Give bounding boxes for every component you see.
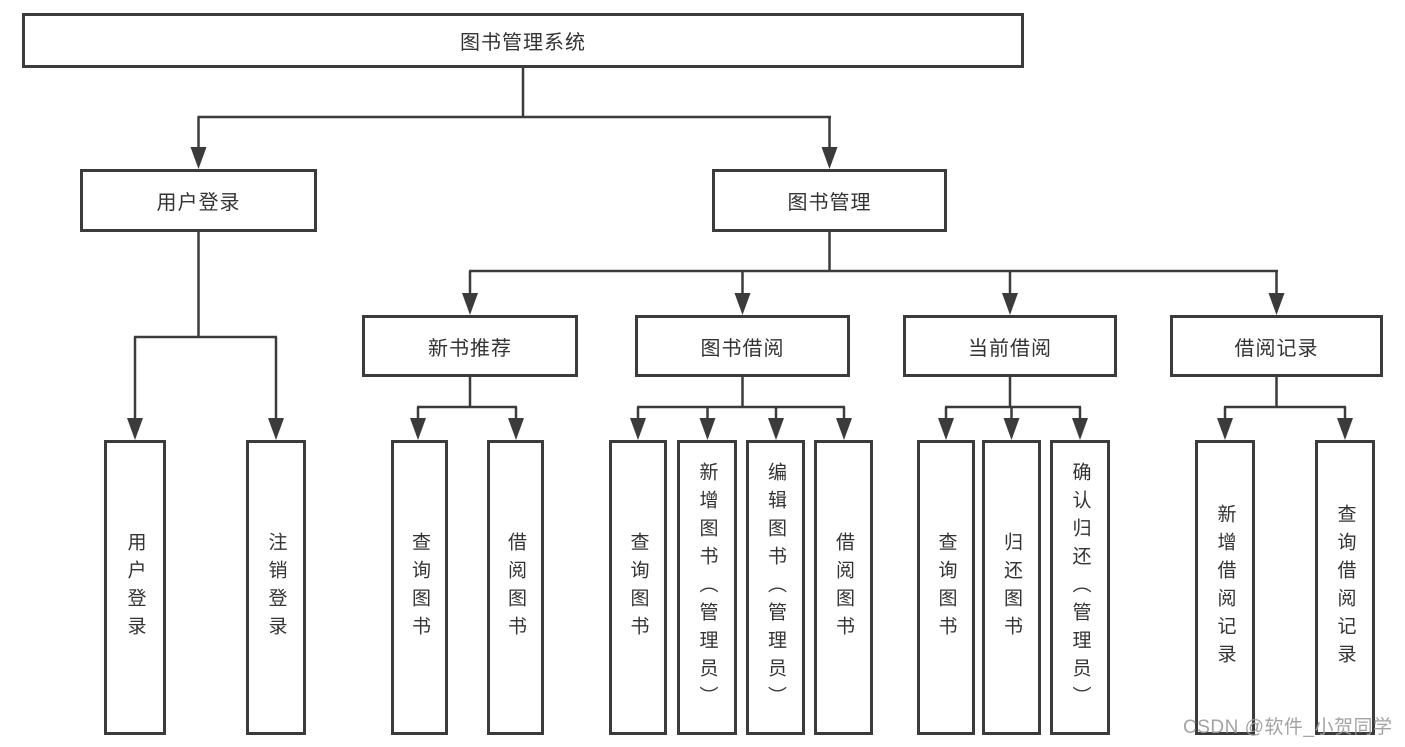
node-label: 图书管理系统 [460,32,586,54]
node-new-book-recommendation: 新书推荐 [362,315,578,377]
arrow-head-icon [630,418,646,440]
leaf-query-borrow-record: 查询借阅记录 [1315,440,1375,735]
leaf-label: 查询图书 [627,531,649,644]
node-label: 图书管理 [787,192,872,214]
arrow-head-icon [1337,418,1353,440]
arrow-head-icon [734,293,751,315]
node-label: 用户登录 [156,192,241,214]
node-label: 新书推荐 [428,337,512,360]
leaf-label: 新增图书（管理员） [696,461,718,714]
leaf-logout: 注销登录 [246,440,306,735]
leaf-label: 用户登录 [124,531,146,644]
node-book-management: 图书管理 [712,169,947,232]
arrow-head-icon [821,147,838,169]
leaf-add-books-admin: 新增图书（管理员） [677,440,737,735]
arrow-head-icon [1268,293,1285,315]
leaf-label: 编辑图书（管理员） [765,461,786,714]
leaf-query-books-borrowing: 查询图书 [609,440,667,735]
leaf-label: 查询图书 [935,531,957,644]
arrow-head-icon [699,418,716,440]
arrow-head-icon [1002,293,1018,315]
arrow-head-icon [508,418,524,440]
leaf-add-borrow-record: 新增借阅记录 [1195,440,1255,735]
node-library-system: 图书管理系统 [22,13,1024,68]
node-label: 图书借阅 [700,337,785,360]
leaf-borrow-books-borrowing: 借阅图书 [814,440,873,735]
node-current-borrowing: 当前借阅 [903,315,1117,377]
node-borrowing-records: 借阅记录 [1170,315,1383,377]
leaf-label: 查询借阅记录 [1334,503,1356,672]
leaf-borrow-books-recommend: 借阅图书 [487,440,544,735]
node-label: 借阅记录 [1234,337,1319,360]
arrow-head-icon [768,418,784,440]
leaf-label: 注销登录 [265,531,287,644]
arrow-head-icon [1217,418,1233,440]
arrow-head-icon [836,418,852,440]
arrow-head-icon [127,418,143,440]
arrow-head-icon [1072,418,1088,440]
arrow-head-icon [1003,418,1020,440]
node-book-borrowing: 图书借阅 [635,315,850,377]
leaf-query-books-current: 查询图书 [917,440,975,735]
arrow-head-icon [462,293,478,315]
node-user-login: 用户登录 [80,169,317,232]
leaf-user-login: 用户登录 [104,440,166,735]
arrow-head-icon [268,418,284,440]
leaf-edit-books-admin: 编辑图书（管理员） [746,440,805,735]
leaf-label: 新增借阅记录 [1214,503,1236,672]
tree-edges [133,68,1347,424]
leaf-label: 归还图书 [1001,531,1022,644]
leaf-label: 借阅图书 [833,531,854,644]
leaf-return-books: 归还图书 [982,440,1041,735]
arrow-head-icon [190,147,207,169]
leaf-confirm-return-admin: 确认归还（管理员） [1050,440,1110,735]
arrow-head-icon [938,418,954,440]
arrow-head-icon [410,418,426,440]
leaf-label: 借阅图书 [505,531,526,644]
leaf-label: 确认归还（管理员） [1069,461,1091,714]
csdn-watermark: CSDN @软件_小贺同学 [1183,717,1393,738]
node-label: 当前借阅 [968,337,1052,360]
leaf-query-books-recommend: 查询图书 [391,440,448,735]
leaf-label: 查询图书 [409,531,430,644]
